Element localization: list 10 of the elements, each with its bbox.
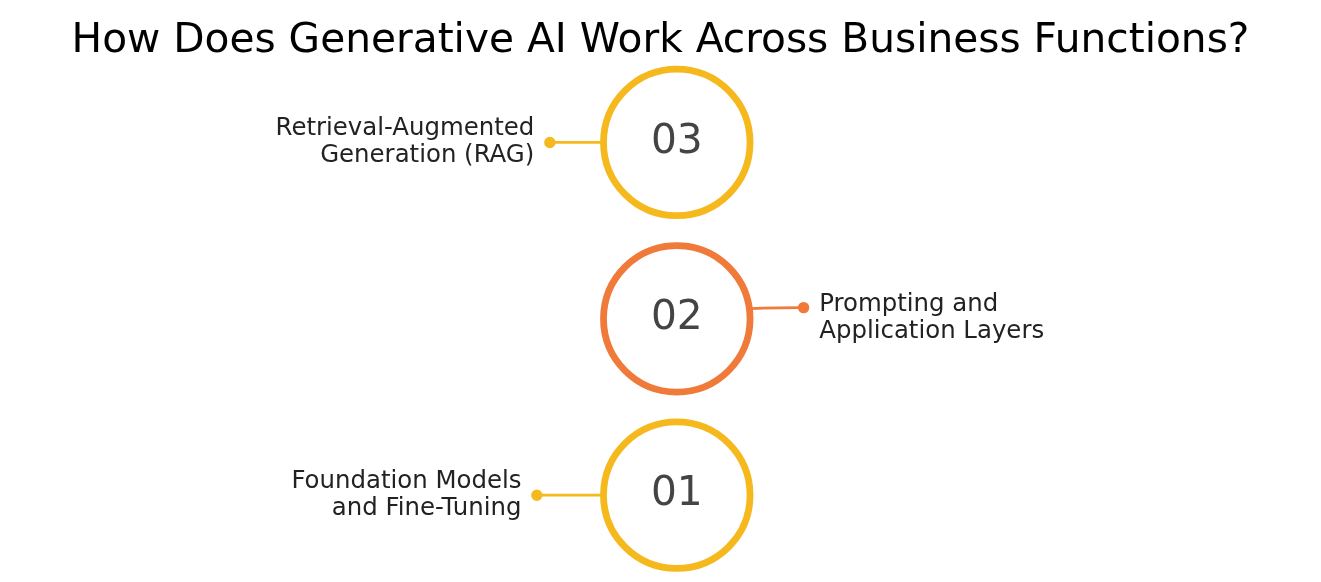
node-text: Prompting and Application Layers bbox=[819, 288, 1045, 345]
connector bbox=[749, 301, 810, 314]
connector bbox=[544, 136, 604, 149]
node-text: Retrieval-Augmented Generation (RAG) bbox=[275, 111, 535, 168]
diagram-title: How Does Generative AI Work Across Business Functions? bbox=[71, 13, 1250, 62]
node-circle: 01 bbox=[600, 418, 754, 572]
node-circle: 02 bbox=[600, 242, 754, 396]
node-text: Foundation Models and Fine-Tuning bbox=[291, 464, 522, 521]
connector bbox=[531, 489, 604, 501]
node-circle: 03 bbox=[600, 65, 754, 220]
